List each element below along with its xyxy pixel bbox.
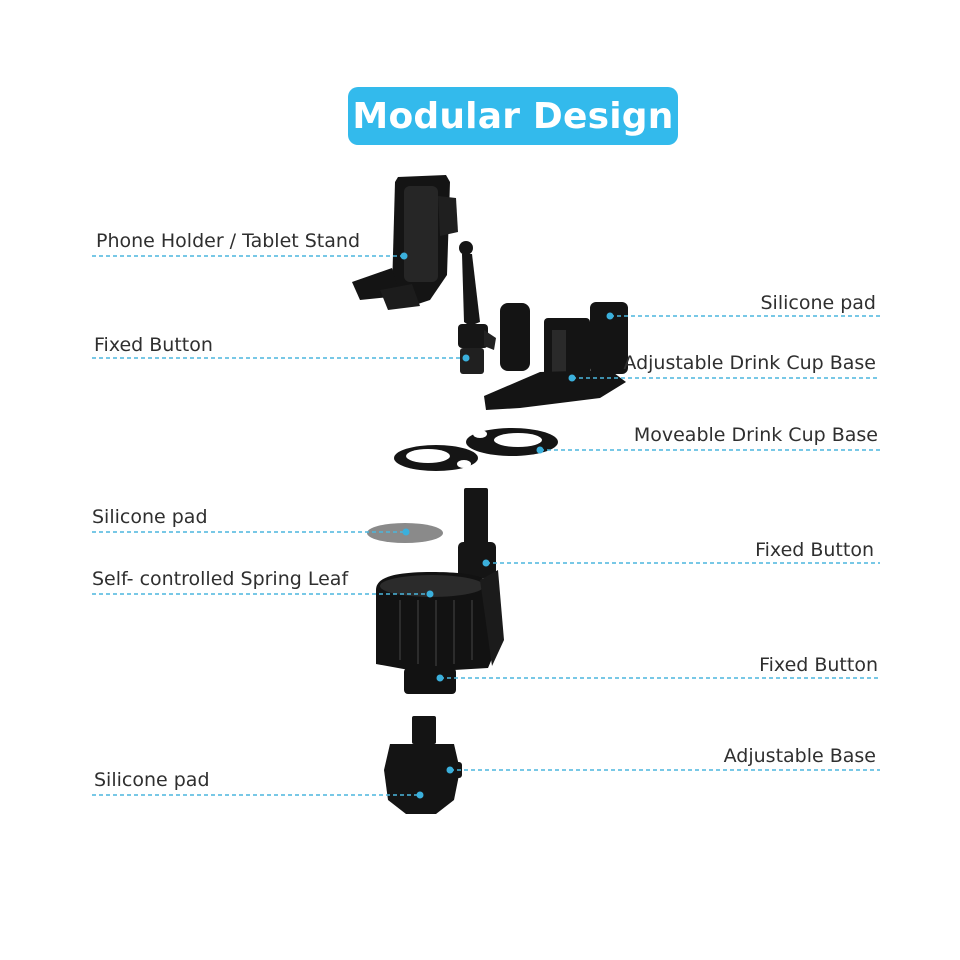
leader-dots bbox=[400, 252, 614, 799]
label-phone-holder: Phone Holder / Tablet Stand bbox=[96, 230, 361, 252]
label-moveable-cup-base: Moveable Drink Cup Base bbox=[633, 424, 878, 446]
fixed-button-top-part bbox=[458, 241, 496, 374]
phone-holder-part bbox=[352, 175, 458, 310]
label-silicone-pad-mid: Silicone pad bbox=[92, 506, 208, 528]
title-banner: Modular Design bbox=[348, 87, 678, 145]
diagram-title: Modular Design bbox=[352, 95, 674, 137]
label-adjustable-cup-base: Adjustable Drink Cup Base bbox=[623, 352, 876, 374]
adjustable-base-part bbox=[384, 716, 462, 814]
label-silicone-pad-bottom: Silicone pad bbox=[94, 769, 210, 791]
label-silicone-pad-top: Silicone pad bbox=[760, 292, 876, 314]
label-spring-leaf: Self- controlled Spring Leaf bbox=[92, 568, 349, 590]
moveable-cup-base-part bbox=[394, 428, 558, 471]
label-adjustable-base: Adjustable Base bbox=[723, 745, 876, 767]
label-fixed-button-right: Fixed Button bbox=[755, 539, 874, 561]
label-fixed-button-top: Fixed Button bbox=[94, 334, 213, 356]
cup-holder-body-part bbox=[376, 570, 504, 694]
leader-lines bbox=[92, 255, 880, 796]
adjustable-cup-base-part bbox=[484, 302, 628, 410]
fixed-button-right-part bbox=[458, 488, 496, 578]
label-fixed-button-lower: Fixed Button bbox=[759, 654, 878, 676]
